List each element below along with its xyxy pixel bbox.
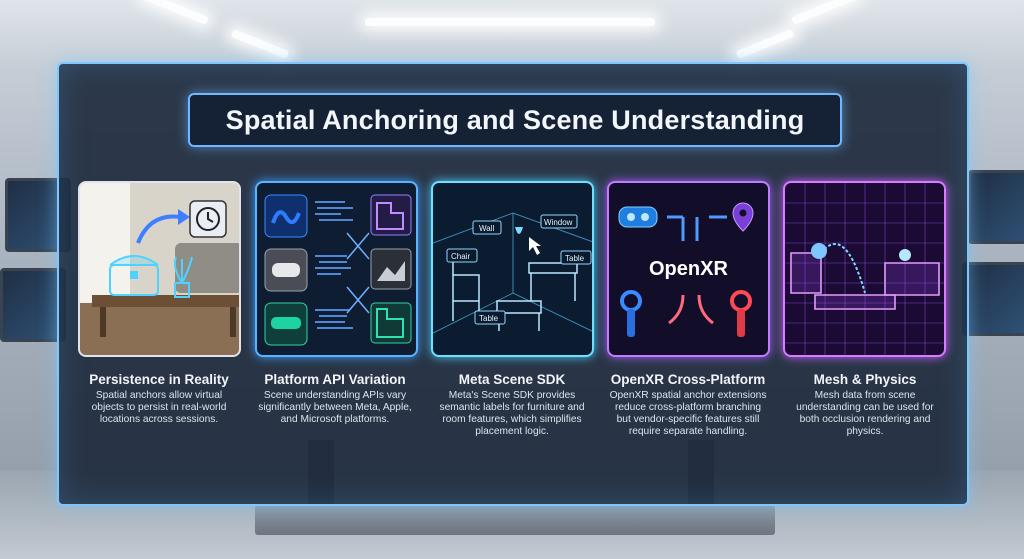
image-icon [370,248,412,290]
label-chair-text: Chair [451,252,470,261]
label-table-front-text: Table [479,314,499,323]
ceiling-light [365,18,655,26]
arrow-icon [136,214,181,244]
vr-headset-icon [264,248,308,292]
ball-icon [811,243,827,259]
title-banner: Spatial Anchoring and Scene Understandin… [188,93,842,147]
openxr-logo: OpenXR [649,258,728,280]
label-table-right-text: Table [565,254,585,263]
page-title: Spatial Anchoring and Scene Understandin… [225,104,805,135]
card-text-platform-api: Platform API Variation Scene understandi… [250,372,420,426]
scene-sdk-image: Wall Window Chair Table Table [431,181,594,357]
plant-icon [173,256,193,298]
label-tag-table-right: Table [560,250,592,265]
wall-monitor [968,170,1024,244]
card-body: Meta's Scene SDK provides semantic label… [439,390,585,437]
label-tag-wall: Wall [472,220,502,235]
label-tag-table-front: Table [474,310,506,325]
persistence-image [78,181,241,357]
meta-logo-icon [264,194,308,238]
vr-headset-icon [618,206,658,228]
card-heading: Meta Scene SDK [458,372,566,387]
card-heading: Platform API Variation [264,372,406,387]
wall-monitor [962,262,1024,336]
ceiling [0,0,1024,70]
mesh-physics-image [783,181,946,357]
ball-icon [899,249,911,261]
card-heading: Persistence in Reality [89,372,229,387]
treasure-chest-icon [109,255,159,296]
red-controller-icon [730,290,752,337]
card-heading: Mesh & Physics [813,372,917,387]
wall-monitor [0,268,66,342]
card-text-openxr: OpenXR Cross-Platform OpenXR spatial anc… [603,372,773,438]
lamp-icon [515,227,523,234]
card-text-persistence: Persistence in Reality Spatial anchors a… [74,372,244,426]
card-heading: OpenXR Cross-Platform [610,372,766,387]
cursor-icon [529,237,541,255]
card-body: Scene understanding APIs vary significan… [258,390,412,425]
label-tag-window: Window [540,214,578,229]
card-text-scene-sdk: Meta Scene SDK Meta's Scene SDK provides… [427,372,597,438]
floorplan-icon [370,302,412,344]
card-body: Mesh data from scene understanding can b… [796,390,934,437]
blue-controller-icon [620,290,642,337]
card-text-mesh-physics: Mesh & Physics Mesh data from scene unde… [780,372,950,438]
floorplan-icon [370,194,412,236]
card-body: Spatial anchors allow virtual objects to… [91,390,227,425]
platform-api-image [255,181,418,357]
clock-icon [189,200,227,238]
label-wall-text: Wall [479,224,494,233]
display-stand [255,505,775,535]
location-pin-icon [732,202,754,232]
label-window-text: Window [544,218,573,227]
openxr-image: OpenXR [607,181,770,357]
label-tag-chair: Chair [446,248,478,263]
card-body: OpenXR spatial anchor extensions reduce … [609,390,767,437]
ar-glasses-icon [264,302,308,346]
